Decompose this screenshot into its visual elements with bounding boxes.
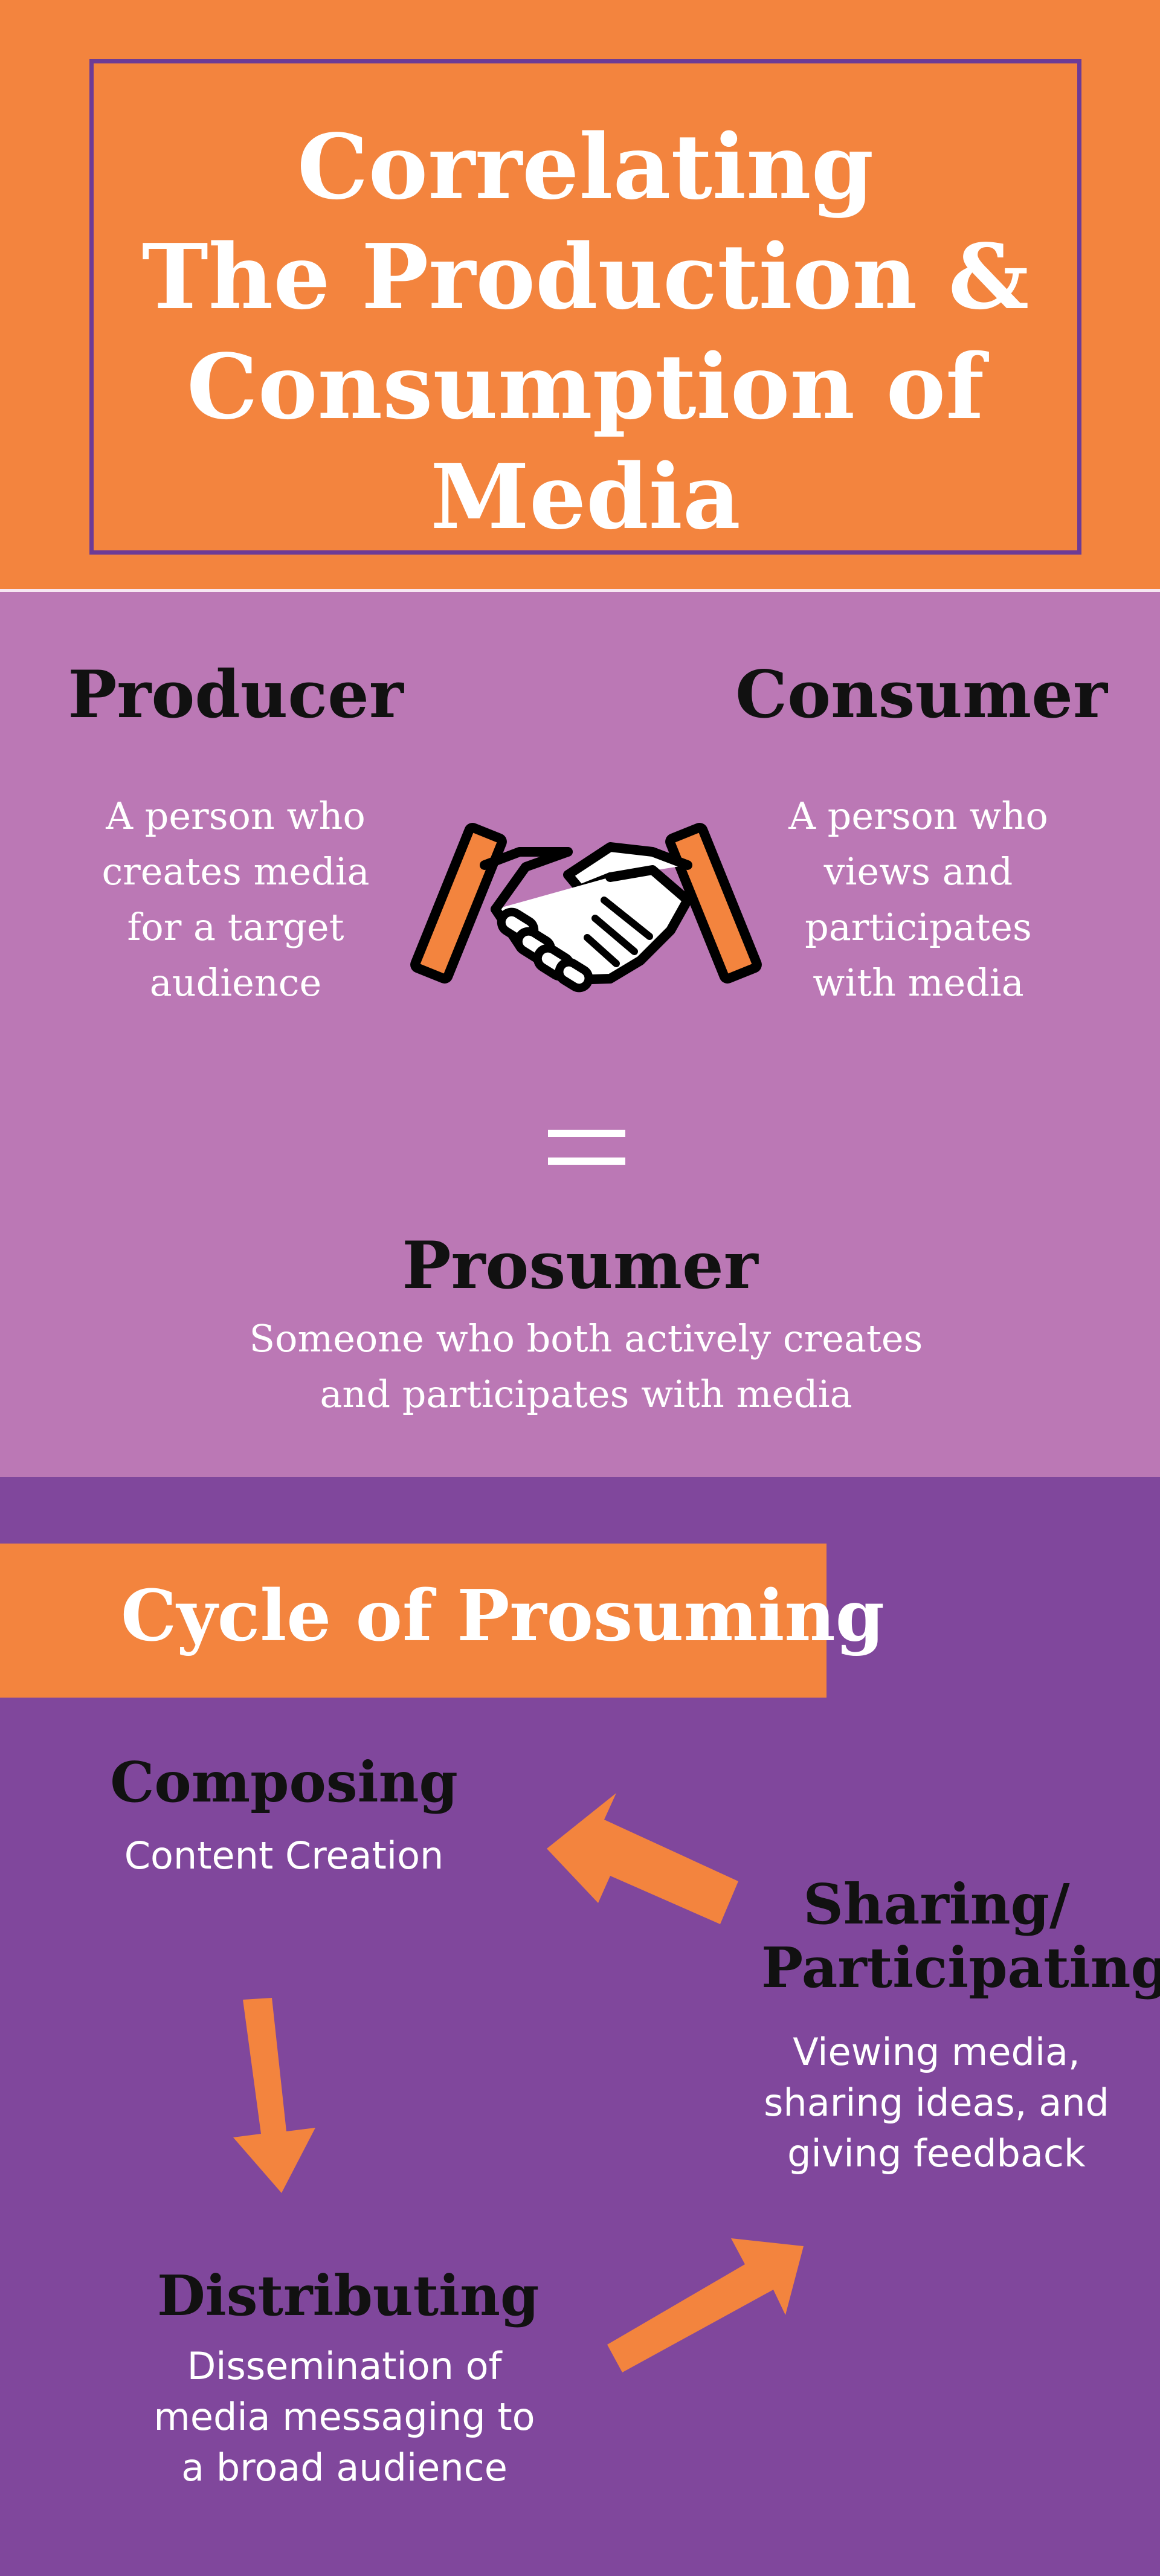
sharing-line: giving feedback	[787, 2131, 1086, 2175]
consumer-line: views and	[823, 849, 1013, 894]
title-line: Correlating	[297, 114, 874, 219]
producer-line: audience	[149, 961, 322, 1005]
title-box: Correlating The Production & Consumption…	[89, 59, 1081, 555]
sharing-heading-line: Sharing/	[803, 1872, 1070, 1937]
prosumer-description: Someone who both actively creates and pa…	[187, 1311, 985, 1422]
distributing-description: Dissemination of media messaging to a br…	[133, 2341, 556, 2493]
distributing-heading: Distributing	[157, 2263, 540, 2328]
title-line: Media	[430, 444, 741, 549]
title-section: Correlating The Production & Consumption…	[0, 0, 1160, 589]
producer-description: A person who creates media for a target …	[66, 788, 405, 1011]
sharing-heading-line: Participating	[761, 1935, 1160, 2000]
sharing-heading: Sharing/ Participating	[761, 1872, 1160, 2000]
prosumer-section	[0, 589, 1160, 1477]
handshake-icon	[410, 823, 762, 993]
title-line: The Production &	[141, 224, 1030, 329]
producer-heading: Producer	[68, 657, 404, 733]
composing-line: Content Creation	[124, 1834, 444, 1878]
equals-bar	[548, 1158, 625, 1165]
prosumer-heading: Prosumer	[402, 1228, 758, 1304]
producer-line: creates media	[102, 849, 370, 894]
equals-bar	[548, 1130, 625, 1137]
distributing-line: media messaging to	[153, 2395, 535, 2439]
distributing-line: Dissemination of	[187, 2344, 502, 2388]
equals-sign	[548, 1130, 625, 1165]
title-line: Consumption of	[187, 334, 984, 439]
consumer-description: A person who views and participates with…	[749, 788, 1088, 1011]
consumer-line: A person who	[788, 794, 1048, 838]
cycle-banner: Cycle of Prosuming	[0, 1544, 884, 1698]
prosumer-line: Someone who both actively creates	[249, 1316, 923, 1360]
composing-description: Content Creation	[91, 1831, 477, 1881]
sharing-description: Viewing media, sharing ideas, and giving…	[749, 2027, 1124, 2179]
producer-line: for a target	[127, 905, 344, 949]
page-title: Correlating The Production & Consumption…	[94, 112, 1077, 552]
prosumer-line: and participates with media	[320, 1372, 852, 1416]
distributing-line: a broad audience	[181, 2446, 507, 2490]
consumer-line: participates	[805, 905, 1032, 949]
composing-heading: Composing	[110, 1750, 458, 1815]
cycle-heading: Cycle of Prosuming	[121, 1575, 884, 1657]
consumer-line: with media	[813, 961, 1024, 1005]
sharing-line: Viewing media,	[793, 2030, 1080, 2074]
consumer-heading: Consumer	[735, 657, 1107, 733]
producer-line: A person who	[106, 794, 366, 838]
sharing-line: sharing ideas, and	[764, 2081, 1109, 2125]
